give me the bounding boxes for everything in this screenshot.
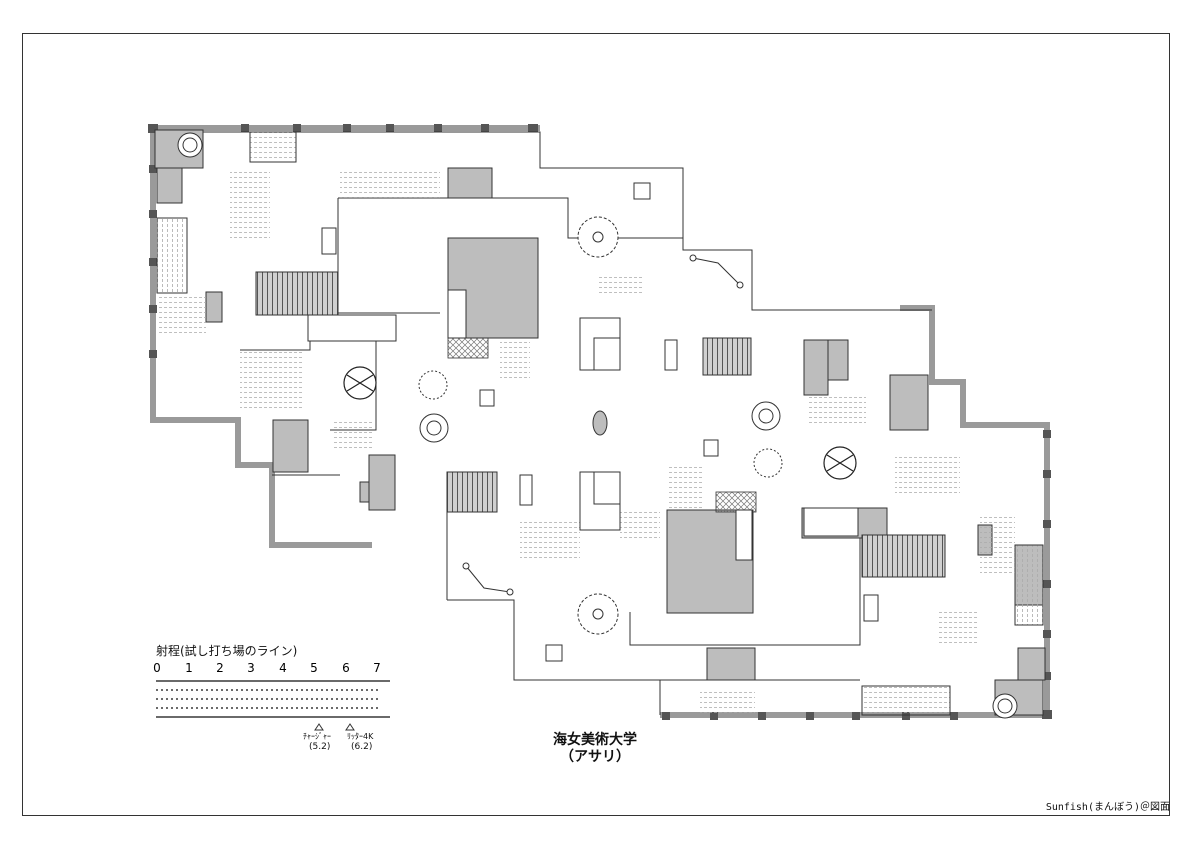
shell-ornaments <box>177 132 1018 719</box>
range-markers <box>314 723 355 731</box>
range-bars <box>156 680 390 718</box>
range-tick: 2 <box>216 661 224 675</box>
center-ornament <box>592 410 608 436</box>
map-border <box>22 33 1170 816</box>
credit: Sunfish(まんぼう)＠図面 <box>1045 802 1170 813</box>
weapon-range: (5.2) <box>309 742 331 752</box>
range-tick: 4 <box>279 661 287 675</box>
trees <box>577 216 619 635</box>
range-tick: 7 <box>373 661 381 675</box>
range-legend-title: 射程(試し打ち場のライン) <box>156 644 298 658</box>
rails <box>462 254 744 596</box>
range-tick: 5 <box>310 661 318 675</box>
weapon-name: ﾁｬｰｼﾞｬｰ <box>303 732 331 741</box>
range-tick: 3 <box>247 661 255 675</box>
range-tick: 6 <box>342 661 350 675</box>
weapon-name: ﾘｯﾀｰ4K <box>347 732 374 741</box>
structures <box>307 182 879 662</box>
map-title: 海女美術大学 <box>553 732 637 748</box>
range-tick: 0 <box>153 661 161 675</box>
crosshatch-pads <box>447 337 757 513</box>
wall-posts <box>148 124 1052 720</box>
floor-markings <box>158 170 1015 715</box>
weapon-range: (6.2) <box>351 742 373 752</box>
pillar-hatched <box>343 366 857 480</box>
map-subtitle: （アサリ） <box>560 749 630 765</box>
range-tick: 1 <box>185 661 193 675</box>
ramps <box>156 131 1044 716</box>
